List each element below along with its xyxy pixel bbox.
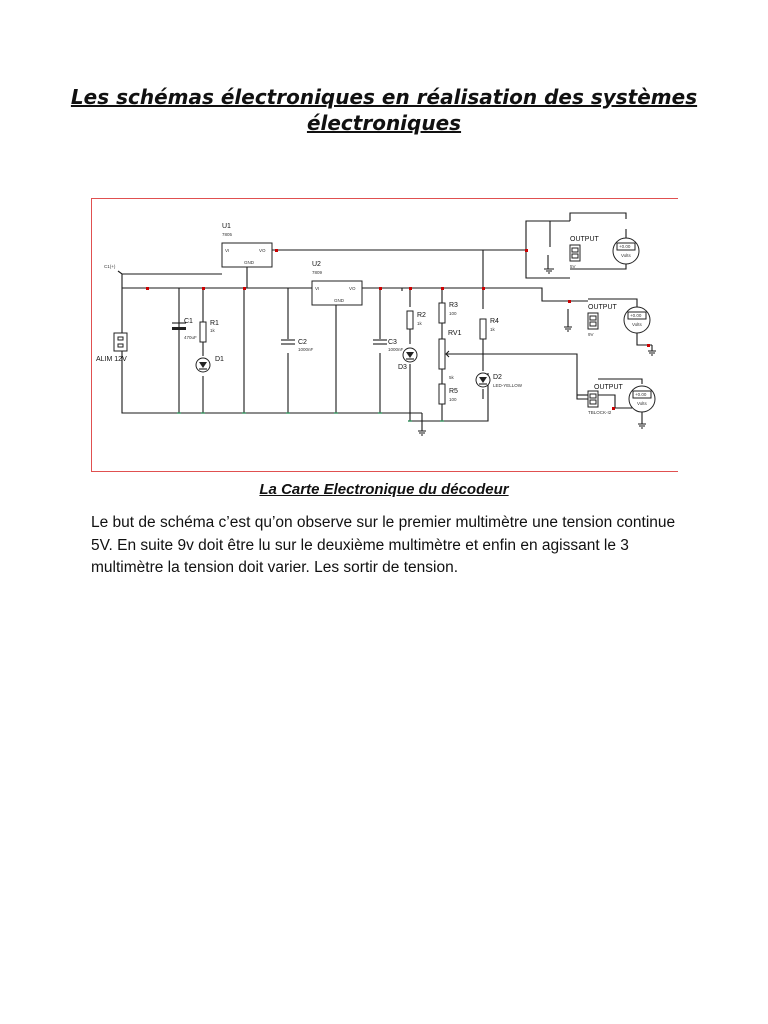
alim-label: ALIM 12V [96,356,127,363]
c2-capacitor [281,339,295,345]
page-title: Les schémas électroniques en réalisation… [70,85,698,135]
output-5v-tag: 5V [570,264,576,269]
d1-led [195,357,211,373]
u1-regulator [221,242,273,268]
c2-label: C2 [298,339,307,346]
r1-label: R1 [210,320,219,327]
r5-value: 100 [449,397,457,402]
r3-value: 100 [449,311,457,316]
r3-label: R3 [449,302,458,309]
r5-label: R5 [449,388,458,395]
r1-value: 1k [210,328,216,333]
u1-label: U1 [222,223,231,230]
ground-rail-markers [177,412,444,422]
output-9v-label: OUTPUT [588,304,618,311]
r4-label: R4 [490,318,499,325]
u2-pin-vi: VI [315,286,319,291]
u1-part: 7805 [222,232,233,237]
r3-resistor [438,302,446,324]
schematic-wires [121,212,653,431]
voltmeter-3 [628,385,656,413]
circuit-schematic-figure: C1(+) ALIM 12V U1 7805 VI VO GND U2 7809… [91,198,678,472]
input-connector-arrow [117,270,132,275]
output-var-tag: TBLOCK-I2 [588,410,612,415]
r5-resistor [438,383,446,405]
u1-pin-vi: VI [225,248,229,253]
u1-pin-vo: VO [259,248,266,253]
figure-caption: La Carte Electronique du décodeur [259,481,509,498]
output-9v-tag: 9V [588,332,594,337]
d2-value: LED-YELLOW [493,383,523,388]
input-connector-label: C1(+) [104,264,116,269]
c1-value: 470uF [184,335,197,340]
d1-label: D1 [215,356,224,363]
ground-symbols [418,268,656,436]
u2-part: 7809 [312,270,323,275]
r1-resistor [199,321,207,343]
r2-label: R2 [417,312,426,319]
r2-value: 1k [417,321,423,326]
voltmeter-1-readout: +0.00 [619,244,631,249]
rv1-value: 5k [449,375,455,380]
junction-nodes [146,249,650,410]
rv1-label: RV1 [448,330,462,337]
c1-label: C1 [184,318,193,325]
voltmeter-3-readout: +0.00 [635,392,647,397]
output-5v-label: OUTPUT [570,236,600,243]
u1-pin-gnd: GND [244,260,255,265]
voltmeter-3-unit: Volts [637,401,648,406]
c2-value: 1000nF [298,347,314,352]
output-9v-terminal [587,312,599,330]
output-var-label: OUTPUT [594,384,624,391]
r2-resistor [406,310,414,330]
r4-resistor [479,318,487,340]
voltmeter-1-unit: Volts [621,253,632,258]
u2-pin-gnd: GND [334,298,345,303]
voltmeter-1 [612,237,640,265]
r4-value: 1k [490,327,496,332]
c3-value: 1000nF [388,347,404,352]
u2-label: U2 [312,261,321,268]
d3-label: D3 [398,364,407,371]
voltmeter-2 [623,306,651,334]
c3-capacitor [373,339,387,345]
voltmeter-2-unit: Volts [632,322,643,327]
voltmeter-2-readout: +0.00 [630,313,642,318]
body-paragraph: Le but de schéma c’est qu’on observe sur… [91,514,676,576]
rv1-potentiometer [438,338,446,370]
u2-pin-vo: VO [349,286,356,291]
circuit-schematic: C1(+) ALIM 12V U1 7805 VI VO GND U2 7809… [96,212,656,436]
c1-capacitor [172,322,186,330]
d2-label: D2 [493,374,502,381]
alim-connector [113,332,128,352]
d2-led [475,372,491,388]
c3-label: C3 [388,339,397,346]
output-var-terminal [587,390,599,408]
d3-led [402,347,418,363]
u2-regulator [311,280,363,306]
output-5v-terminal [569,244,581,262]
